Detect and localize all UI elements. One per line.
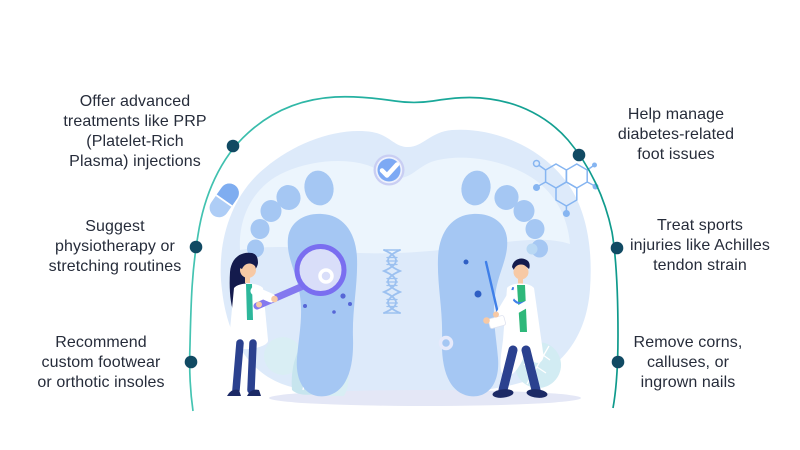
label-prp-injections: Offer advanced treatments like PRP (Plat… bbox=[63, 93, 207, 170]
decor-dot bbox=[526, 243, 538, 255]
label-sports-injuries: Treat sports injuries like Achilles tend… bbox=[629, 217, 771, 274]
timeline-arc bbox=[184, 95, 625, 412]
label-custom-footwear: Recommend custom footwear or orthotic in… bbox=[37, 334, 165, 391]
dna-icon bbox=[381, 249, 403, 314]
timeline-dot bbox=[184, 355, 198, 369]
timeline-dot bbox=[610, 241, 624, 255]
timeline-dot bbox=[572, 148, 586, 162]
timeline-dot bbox=[189, 240, 203, 254]
label-physiotherapy: Suggest physiotherapy or stretching rout… bbox=[48, 218, 182, 275]
magnifying-glass-icon bbox=[253, 244, 347, 310]
foot-marks bbox=[303, 259, 482, 351]
female-doctor bbox=[227, 244, 347, 396]
male-doctor bbox=[483, 258, 548, 398]
timeline-dot bbox=[226, 139, 240, 153]
timeline-dot bbox=[611, 355, 625, 369]
label-diabetes-care: Help manage diabetes-related foot issues bbox=[617, 106, 735, 163]
checkmark-badge-icon bbox=[373, 154, 405, 186]
right-footprint bbox=[437, 170, 548, 397]
pill-icon bbox=[209, 183, 239, 218]
label-corns-calluses: Remove corns, calluses, or ingrown nails bbox=[633, 334, 743, 391]
pointer-stick-icon bbox=[484, 260, 501, 320]
